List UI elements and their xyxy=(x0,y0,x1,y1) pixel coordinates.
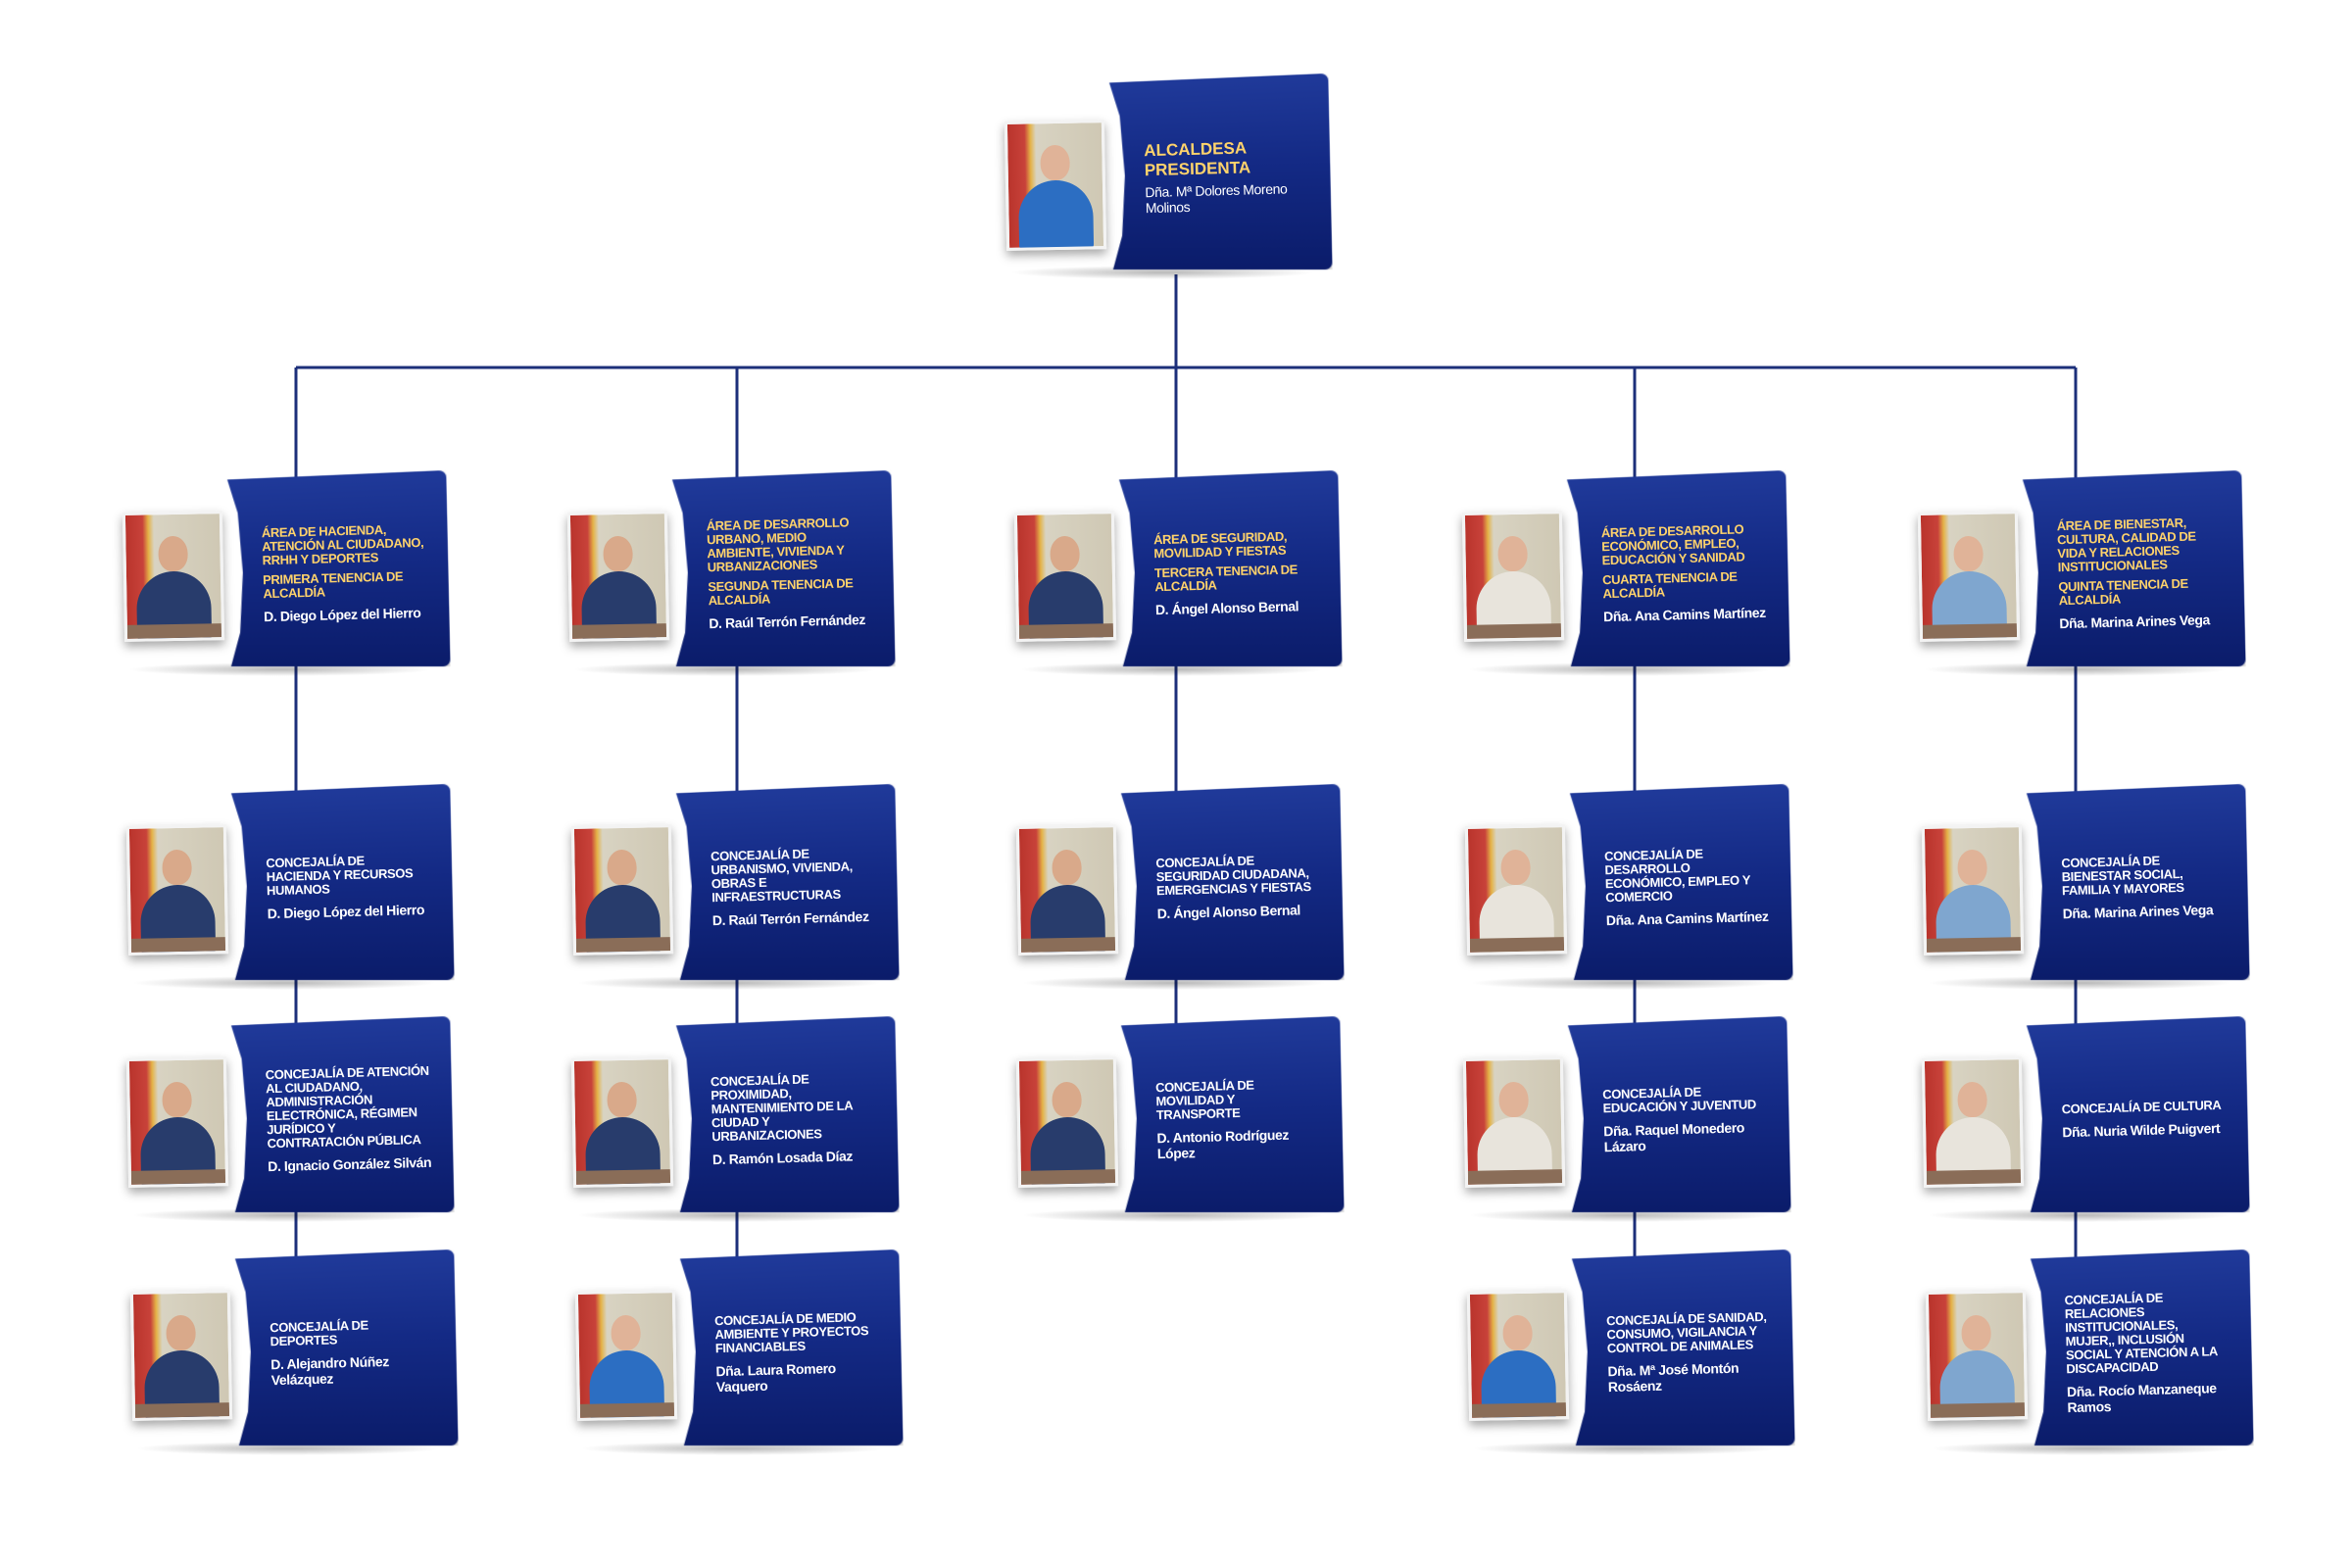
card-concejalia: CONCEJALÍA DE URBANISMO, VIVIENDA, OBRAS… xyxy=(564,794,888,990)
area-person: Dña. Marina Arines Vega xyxy=(2059,612,2211,632)
portrait-photo xyxy=(574,1290,678,1421)
card-area-2: ÁREA DE DESARROLLO URBANO, MEDIO AMBIENT… xyxy=(561,480,884,676)
portrait-photo xyxy=(1921,1056,2025,1188)
card-area-5: ÁREA DE BIENESTAR, CULTURA, CALIDAD DE V… xyxy=(1911,480,2234,676)
concejalia-person: Dña. Raquel Monedero Lázaro xyxy=(1603,1119,1745,1155)
card-concejalia: CONCEJALÍA DE ATENCIÓN AL CIUDADANO, ADM… xyxy=(120,1026,443,1222)
card-concejalia: CONCEJALÍA DE SEGURIDAD CIUDADANA, EMERG… xyxy=(1009,794,1333,990)
card-concejalia: CONCEJALÍA DE HACIENDA Y RECURSOS HUMANO… xyxy=(120,794,443,990)
area-tenencia: CUARTA TENENCIA DE ALCALDÍA xyxy=(1601,568,1738,602)
card-title: ALCALDESA PRESIDENTA xyxy=(1144,138,1251,180)
card-concejalia: CONCEJALÍA DE EDUCACIÓN Y JUVENTUD Dña. … xyxy=(1456,1026,1780,1222)
concejalia-person: Dña. Ana Camins Martínez xyxy=(1605,907,1769,929)
concejalia-person: D. Alejandro Núñez Velázquez xyxy=(270,1353,390,1389)
area-title: ÁREA DE DESARROLLO ECONÓMICO, EMPLEO, ED… xyxy=(1600,521,1745,568)
concejalia-title: CONCEJALÍA DE EDUCACIÓN Y JUVENTUD xyxy=(1602,1084,1757,1116)
concejalia-person: Dña. Marina Arines Vega xyxy=(2062,902,2214,922)
concejalia-person: D. Diego López del Hierro xyxy=(267,901,425,922)
portrait-photo xyxy=(125,1056,229,1188)
concejalia-title: CONCEJALÍA DE SEGURIDAD CIUDADANA, EMERG… xyxy=(1155,853,1311,899)
portrait-photo xyxy=(1466,1290,1570,1421)
concejalia-title: CONCEJALÍA DE BIENESTAR SOCIAL, FAMILIA … xyxy=(2061,853,2184,899)
portrait-photo xyxy=(1464,824,1568,956)
portrait-photo xyxy=(1015,1056,1119,1188)
card-area-3: ÁREA DE SEGURIDAD, MOVILIDAD Y FIESTAS T… xyxy=(1007,480,1331,676)
card-concejalia: CONCEJALÍA DE SANIDAD, CONSUMO, VIGILANC… xyxy=(1460,1259,1784,1455)
portrait-photo xyxy=(566,511,670,642)
card-concejalia: CONCEJALÍA DE DEPORTES D. Alejandro Núñe… xyxy=(123,1259,447,1455)
concejalia-person: D. Ignacio González Silván xyxy=(268,1153,432,1175)
card-concejalia: CONCEJALÍA DE RELACIONES INSTITUCIONALES… xyxy=(1919,1259,2242,1455)
card-concejalia: CONCEJALÍA DE DESARROLLO ECONÓMICO, EMPL… xyxy=(1458,794,1782,990)
card-area-4: ÁREA DE DESARROLLO ECONÓMICO, EMPLEO, ED… xyxy=(1455,480,1779,676)
portrait-photo xyxy=(125,824,229,956)
concejalia-person: D. Ángel Alonso Bernal xyxy=(1156,902,1301,922)
area-person: D. Raúl Terrón Fernández xyxy=(709,612,866,632)
portrait-photo xyxy=(1013,511,1117,642)
concejalia-title: CONCEJALÍA DE CULTURA xyxy=(2061,1097,2222,1117)
concejalia-title: CONCEJALÍA DE SANIDAD, CONSUMO, VIGILANC… xyxy=(1605,1308,1767,1356)
card-concejalia: CONCEJALÍA DE PROXIMIDAD, MANTENIMIENTO … xyxy=(564,1026,888,1222)
card-concejalia: CONCEJALÍA DE MOVILIDAD Y TRANSPORTE D. … xyxy=(1009,1026,1333,1222)
area-person: D. Ángel Alonso Bernal xyxy=(1154,598,1299,618)
concejalia-person: Dña. Nuria Wilde Puigvert xyxy=(2062,1119,2221,1141)
portrait-photo xyxy=(122,511,225,642)
area-title: ÁREA DE BIENESTAR, CULTURA, CALIDAD DE V… xyxy=(2056,514,2196,575)
area-title: ÁREA DE SEGURIDAD, MOVILIDAD Y FIESTAS xyxy=(1152,528,1288,562)
card-concejalia: CONCEJALÍA DE CULTURA Dña. Nuria Wilde P… xyxy=(1915,1026,2238,1222)
area-tenencia: SEGUNDA TENENCIA DE ALCALDÍA xyxy=(708,575,854,609)
concejalia-title: CONCEJALÍA DE ATENCIÓN AL CIUDADANO, ADM… xyxy=(265,1062,429,1152)
concejalia-title: CONCEJALÍA DE HACIENDA Y RECURSOS HUMANO… xyxy=(266,853,414,899)
portrait-photo xyxy=(1925,1290,2029,1421)
concejalia-title: CONCEJALÍA DE MEDIO AMBIENTE Y PROYECTOS… xyxy=(713,1309,869,1356)
card-person: Dña. Mª Dolores Moreno Molinos xyxy=(1145,180,1288,217)
concejalia-person: D. Raúl Terrón Fernández xyxy=(711,908,869,929)
area-title: ÁREA DE DESARROLLO URBANO, MEDIO AMBIENT… xyxy=(706,514,850,575)
card-concejalia: CONCEJALÍA DE BIENESTAR SOCIAL, FAMILIA … xyxy=(1915,794,2238,990)
concejalia-title: CONCEJALÍA DE DESARROLLO ECONÓMICO, EMPL… xyxy=(1603,846,1750,906)
portrait-photo xyxy=(1921,824,2025,956)
area-tenencia: TERCERA TENENCIA DE ALCALDÍA xyxy=(1153,562,1298,595)
card-alcaldesa: ALCALDESA PRESIDENTA Dña. Mª Dolores Mor… xyxy=(998,83,1321,279)
area-title: ÁREA DE HACIENDA, ATENCIÓN AL CIUDADANO,… xyxy=(261,521,424,568)
portrait-photo xyxy=(1004,120,1107,251)
area-tenencia: QUINTA TENENCIA DE ALCALDÍA xyxy=(2058,575,2188,609)
card-area-1: ÁREA DE HACIENDA, ATENCIÓN AL CIUDADANO,… xyxy=(116,480,439,676)
portrait-photo xyxy=(570,1056,674,1188)
concejalia-title: CONCEJALÍA DE DEPORTES xyxy=(270,1317,368,1349)
portrait-photo xyxy=(570,824,674,956)
area-tenencia: PRIMERA TENENCIA DE ALCALDÍA xyxy=(262,568,404,602)
portrait-photo xyxy=(1461,511,1565,642)
portrait-photo xyxy=(1917,511,2021,642)
concejalia-person: D. Ramón Losada Díaz xyxy=(711,1148,854,1168)
area-person: D. Diego López del Hierro xyxy=(263,604,421,625)
portrait-photo xyxy=(129,1290,233,1421)
concejalia-person: Dña. Rocío Manzaneque Ramos xyxy=(2066,1380,2217,1416)
concejalia-title: CONCEJALÍA DE MOVILIDAD Y TRANSPORTE xyxy=(1154,1077,1254,1123)
concejalia-title: CONCEJALÍA DE PROXIMIDAD, MANTENIMIENTO … xyxy=(710,1071,853,1145)
portrait-photo xyxy=(1462,1056,1566,1188)
concejalia-title: CONCEJALÍA DE URBANISMO, VIVIENDA, OBRAS… xyxy=(710,846,854,906)
concejalia-title: CONCEJALÍA DE RELACIONES INSTITUCIONALES… xyxy=(2064,1290,2218,1377)
card-concejalia: CONCEJALÍA DE MEDIO AMBIENTE Y PROYECTOS… xyxy=(568,1259,892,1455)
concejalia-person: D. Antonio Rodríguez López xyxy=(1156,1126,1290,1162)
portrait-photo xyxy=(1015,824,1119,956)
area-person: Dña. Ana Camins Martínez xyxy=(1602,604,1766,625)
concejalia-person: Dña. Laura Romero Vaquero xyxy=(715,1359,836,1396)
concejalia-person: Dña. Mª José Montón Rosáenz xyxy=(1607,1359,1740,1396)
